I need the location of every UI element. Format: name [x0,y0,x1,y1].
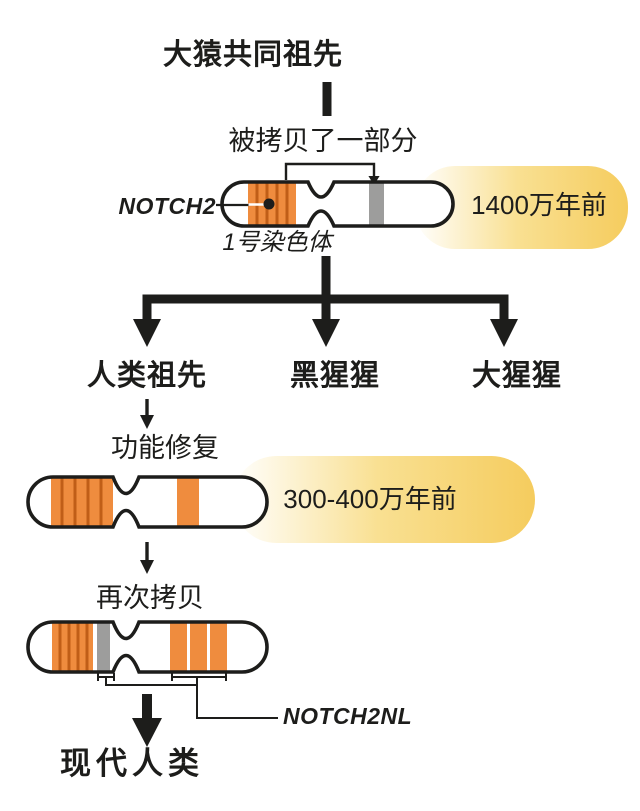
modern-humans-label: 现代人类 [60,746,204,781]
recopy-event-label: 再次拷贝 [96,583,204,613]
phylogeny-tree [133,256,518,347]
gray-copy-band [97,622,110,672]
branch-arrow-human [133,319,161,347]
time-badge-3-4mya: 300-400万年前 [283,484,457,514]
notch2nl-copy-band-3 [210,622,227,672]
chromosome-3 [26,620,269,674]
arrow-to-repair [140,399,154,429]
arrow-to-recopy [140,542,154,574]
time-badge-background-2 [233,456,535,543]
repair-event-label: 功能修复 [111,433,219,463]
notch2-gene-dot [263,198,275,210]
notch2nl-copy-band-2 [190,622,207,672]
notch2nl-copy-band-1 [170,622,187,672]
time-badge-14mya: 1400万年前 [471,190,607,220]
branch-label-chimpanzee: 黑猩猩 [289,360,381,392]
partial-copy-band [369,182,384,226]
arrow-to-modern-humans [132,694,162,747]
copy-event-label: 被拷贝了一部分 [228,126,418,156]
branch-label-gorilla: 大猩猩 [471,360,563,392]
chromosome-1-label: 1号染色体 [222,229,332,256]
title: 大猿共同祖先 [162,39,344,71]
branch-arrow-gorilla [490,319,518,347]
repaired-copy-band [177,477,199,527]
notch2-band [51,477,113,527]
notch2-gene-label: NOTCH2 [118,193,216,219]
notch2nl-leader-line [196,677,278,719]
branch-label-human-ancestor: 人类祖先 [86,360,208,392]
chromosome-2 [26,475,269,529]
notch2nl-brackets [97,673,278,719]
chromosome-1 [216,180,455,228]
notch2nl-gene-label: NOTCH2NL [283,703,413,729]
branch-arrow-chimp [312,319,340,347]
